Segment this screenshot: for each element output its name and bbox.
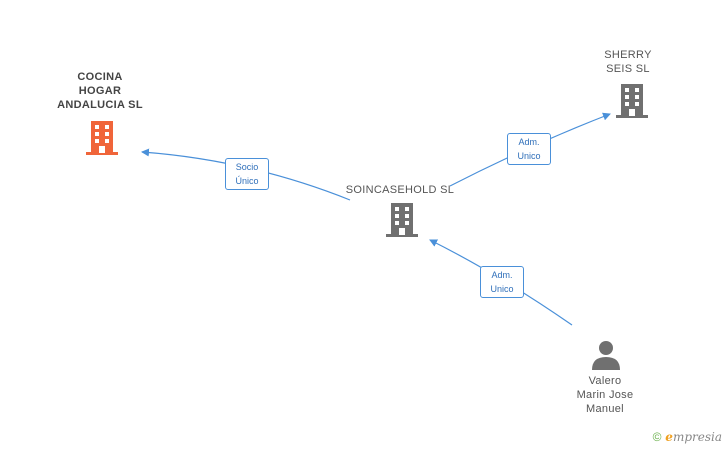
brand-name: mpresia (672, 430, 722, 444)
node-label-cocina-hogar-andalucia: COCINA HOGAR ANDALUCIA SL (57, 71, 143, 111)
building-icon (86, 121, 118, 155)
person-icon (592, 341, 620, 370)
empresia-watermark: © empresia (653, 430, 722, 444)
node-label-sherry-seis: SHERRY SEIS SL (604, 49, 652, 75)
copyright-symbol: © (652, 430, 662, 444)
edge-label-adm-unico-sherry: Adm. Unico (507, 133, 551, 165)
node-label-valero-marin-jose-manuel: Valero Marin Jose Manuel (576, 375, 634, 415)
building-icon (386, 203, 418, 237)
edge-label-adm-unico-valero: Adm. Unico (480, 266, 524, 298)
brand-initial: e (665, 430, 673, 444)
edge-label-socio-unico: Socio Único (225, 158, 269, 190)
building-icon (616, 84, 648, 118)
node-label-soincasehold: SOINCASEHOLD SL (345, 184, 455, 196)
